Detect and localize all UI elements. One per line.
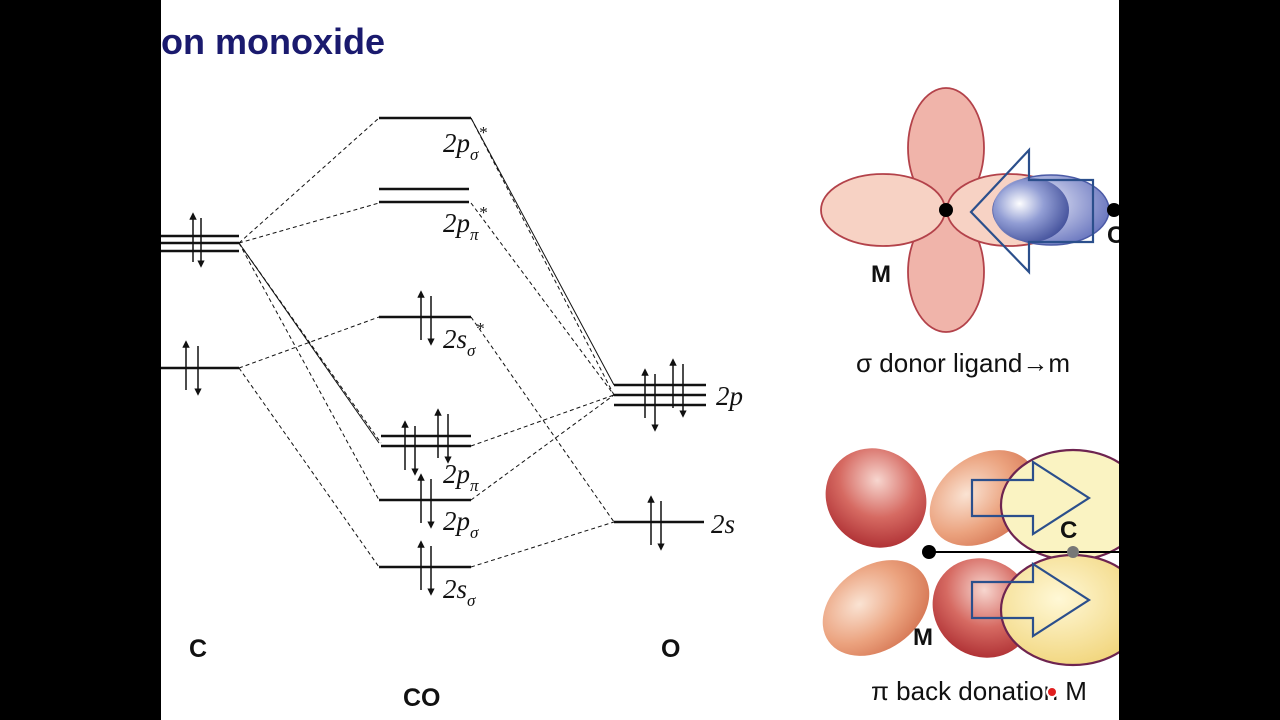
backdonation-arrow-upper xyxy=(970,459,1092,537)
molecule-label-co: CO xyxy=(403,684,441,712)
co-pi2p-electrons xyxy=(401,408,452,476)
pi-ligand-label: C xyxy=(1060,517,1077,544)
label-o2p: 2p xyxy=(716,381,743,411)
pi-backdonation-panel: M C π back donation M xyxy=(822,448,1119,706)
sigma-caption: σ donor ligand→m xyxy=(856,348,1070,378)
co-sigma2s-electrons xyxy=(417,540,435,596)
slide-title: on monoxide xyxy=(161,21,385,62)
co-sigma2s-star-electrons xyxy=(417,290,435,346)
backdonation-arrow-lower xyxy=(970,561,1092,639)
slide: on monoxide xyxy=(161,0,1119,720)
carbon-2s-electrons xyxy=(182,340,202,396)
ligand-pi-star-lower xyxy=(999,553,1119,667)
cursor-dot xyxy=(1046,686,1058,698)
sigma-ligand-label: C xyxy=(1107,222,1119,249)
atom-label-oxygen: O xyxy=(661,635,680,663)
slide-canvas: on monoxide xyxy=(161,21,1119,712)
label-sigma2s: 2sσ xyxy=(443,574,476,610)
ligand-sigma-lobe xyxy=(992,174,1110,246)
pi-ligand-atom-dot xyxy=(1067,546,1079,558)
metal-atom-dot xyxy=(939,203,953,217)
sigma-donor-panel: M C σ donor ligand→m xyxy=(820,87,1119,378)
correlation-solid xyxy=(238,117,615,444)
pi-metal-atom-dot xyxy=(922,545,936,559)
label-sigma2s-star: 2sσ* xyxy=(443,319,484,360)
co-pi2p-level xyxy=(381,434,471,448)
sigma-metal-label: M xyxy=(871,261,891,288)
correlation-lines xyxy=(238,117,615,568)
carbon-2p-level xyxy=(161,234,239,253)
label-sigma2p-star: 2pσ* xyxy=(443,123,487,164)
ligand-atom-dot xyxy=(1107,203,1119,217)
oxygen-2p-level xyxy=(614,383,706,407)
co-pi2p-star-level xyxy=(379,187,469,204)
label-pi2p: 2pπ xyxy=(443,459,479,495)
pi-metal-label: M xyxy=(913,624,933,651)
atom-label-carbon: C xyxy=(189,635,207,663)
label-pi2p-star: 2pπ* xyxy=(443,203,488,244)
carbon-2p-electrons xyxy=(189,212,205,268)
co-sigma2p-electrons xyxy=(417,473,435,529)
donation-arrow xyxy=(969,147,1095,275)
oxygen-2p-electrons xyxy=(641,358,687,432)
label-o2s: 2s xyxy=(711,509,735,539)
label-sigma2p: 2pσ xyxy=(443,506,479,542)
oxygen-2s-electrons xyxy=(647,495,665,551)
mo-diagram xyxy=(161,116,706,596)
